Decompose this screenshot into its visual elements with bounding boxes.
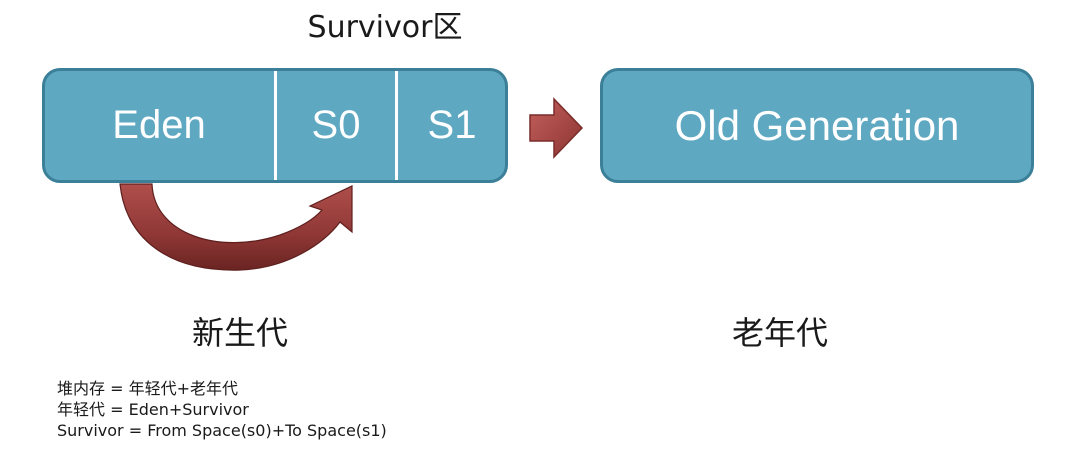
eden-s0-divider	[274, 71, 277, 180]
note-heap: 堆内存 = 年轻代+老年代	[57, 379, 238, 398]
notes-block: 堆内存 = 年轻代+老年代 年轻代 = Eden+Survivor Surviv…	[57, 378, 387, 441]
eden-space: Eden	[112, 103, 206, 147]
s0-s1-divider	[395, 71, 398, 180]
old-generation-box: Old Generation	[600, 68, 1034, 183]
note-young-generation: 年轻代 = Eden+Survivor	[57, 400, 249, 419]
young-generation-label: 新生代	[191, 314, 288, 352]
note-survivor: Survivor = From Space(s0)+To Space(s1)	[57, 421, 387, 440]
eden-to-s0-arrow-icon	[119, 183, 353, 271]
s1-space: S1	[427, 103, 477, 147]
old-generation-label: 老年代	[731, 314, 828, 352]
young-generation-box: Eden S0 S1	[42, 68, 508, 183]
s0-space: S0	[311, 103, 361, 147]
promote-arrow-icon	[529, 97, 584, 159]
survivor-title: Survivor区	[307, 10, 463, 45]
